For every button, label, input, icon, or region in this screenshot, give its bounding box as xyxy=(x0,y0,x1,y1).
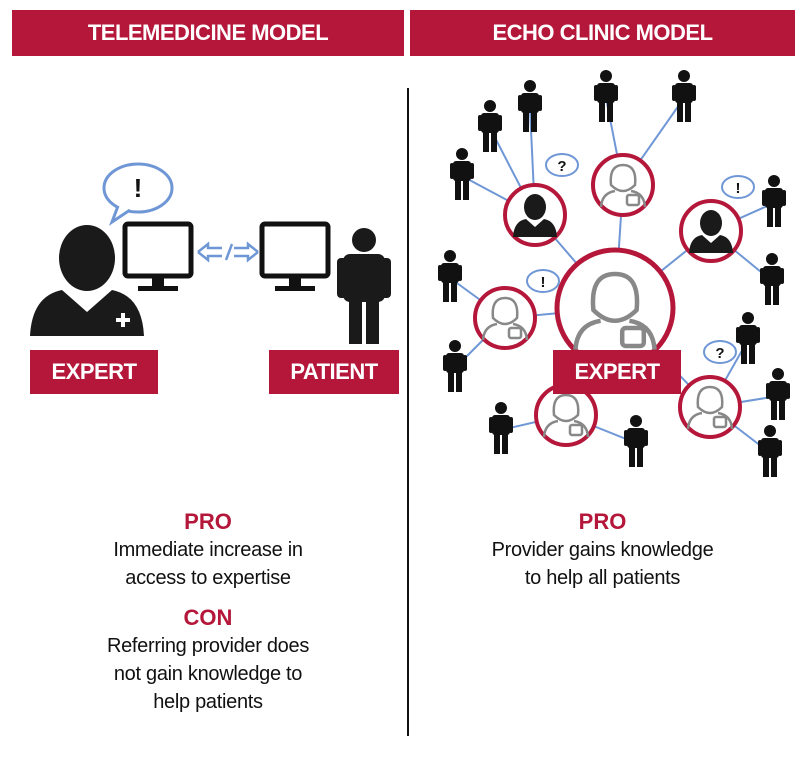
provider-node-icon xyxy=(473,286,537,350)
svg-text:?: ? xyxy=(715,345,724,362)
pro-text-line: to help all patients xyxy=(524,567,681,589)
pro-heading: PRO xyxy=(184,509,232,534)
speech-bubble-icon: ! xyxy=(102,162,174,226)
telemedicine-pros-cons: PRO Immediate increase in access to expe… xyxy=(12,508,404,716)
provider-node-icon xyxy=(534,383,598,447)
header-echo-clinic-model: ECHO CLINIC MODEL xyxy=(410,10,795,56)
svg-text:!: ! xyxy=(736,180,741,197)
con-heading: CON xyxy=(183,605,233,630)
telemedicine-illustration: ! xyxy=(30,162,391,344)
echo-expert-label: EXPERT xyxy=(553,350,681,394)
expert-label: EXPERT xyxy=(30,350,158,394)
echo-network-illustration: ? ! ! ? xyxy=(438,70,790,477)
provider-node-icon xyxy=(678,375,742,439)
provider-node-icon xyxy=(679,199,743,263)
pro-text-line: Immediate increase in xyxy=(113,539,303,561)
central-expert-icon xyxy=(554,247,676,369)
echo-pros: PRO Provider gains knowledge to help all… xyxy=(410,508,795,592)
question-bubble-icon: ? xyxy=(703,340,737,364)
patient-computer-icon xyxy=(259,221,331,291)
svg-text:!: ! xyxy=(134,173,143,203)
svg-text:?: ? xyxy=(557,158,566,175)
con-text-line: help patients xyxy=(153,691,263,713)
bidirectional-arrow-icon xyxy=(197,241,259,263)
expert-doctor-icon xyxy=(30,225,144,336)
svg-text:!: ! xyxy=(541,274,546,291)
column-divider xyxy=(407,88,409,736)
expert-computer-icon xyxy=(122,221,194,291)
pro-heading: PRO xyxy=(578,509,627,534)
question-bubble-icon: ? xyxy=(545,153,579,177)
exclamation-bubble-icon: ! xyxy=(721,175,755,199)
provider-node-icon xyxy=(591,153,655,217)
provider-node-icon xyxy=(503,183,567,247)
patient-icon xyxy=(337,228,391,344)
con-text-line: not gain knowledge to xyxy=(113,663,303,685)
exclamation-bubble-icon: ! xyxy=(526,269,560,293)
header-telemedicine-model: TELEMEDICINE MODEL xyxy=(12,10,404,56)
pro-text-line: access to expertise xyxy=(125,567,291,589)
con-text-line: Referring provider does xyxy=(106,635,310,657)
pro-text-line: Provider gains knowledge xyxy=(491,539,714,561)
patient-label: PATIENT xyxy=(269,350,399,394)
